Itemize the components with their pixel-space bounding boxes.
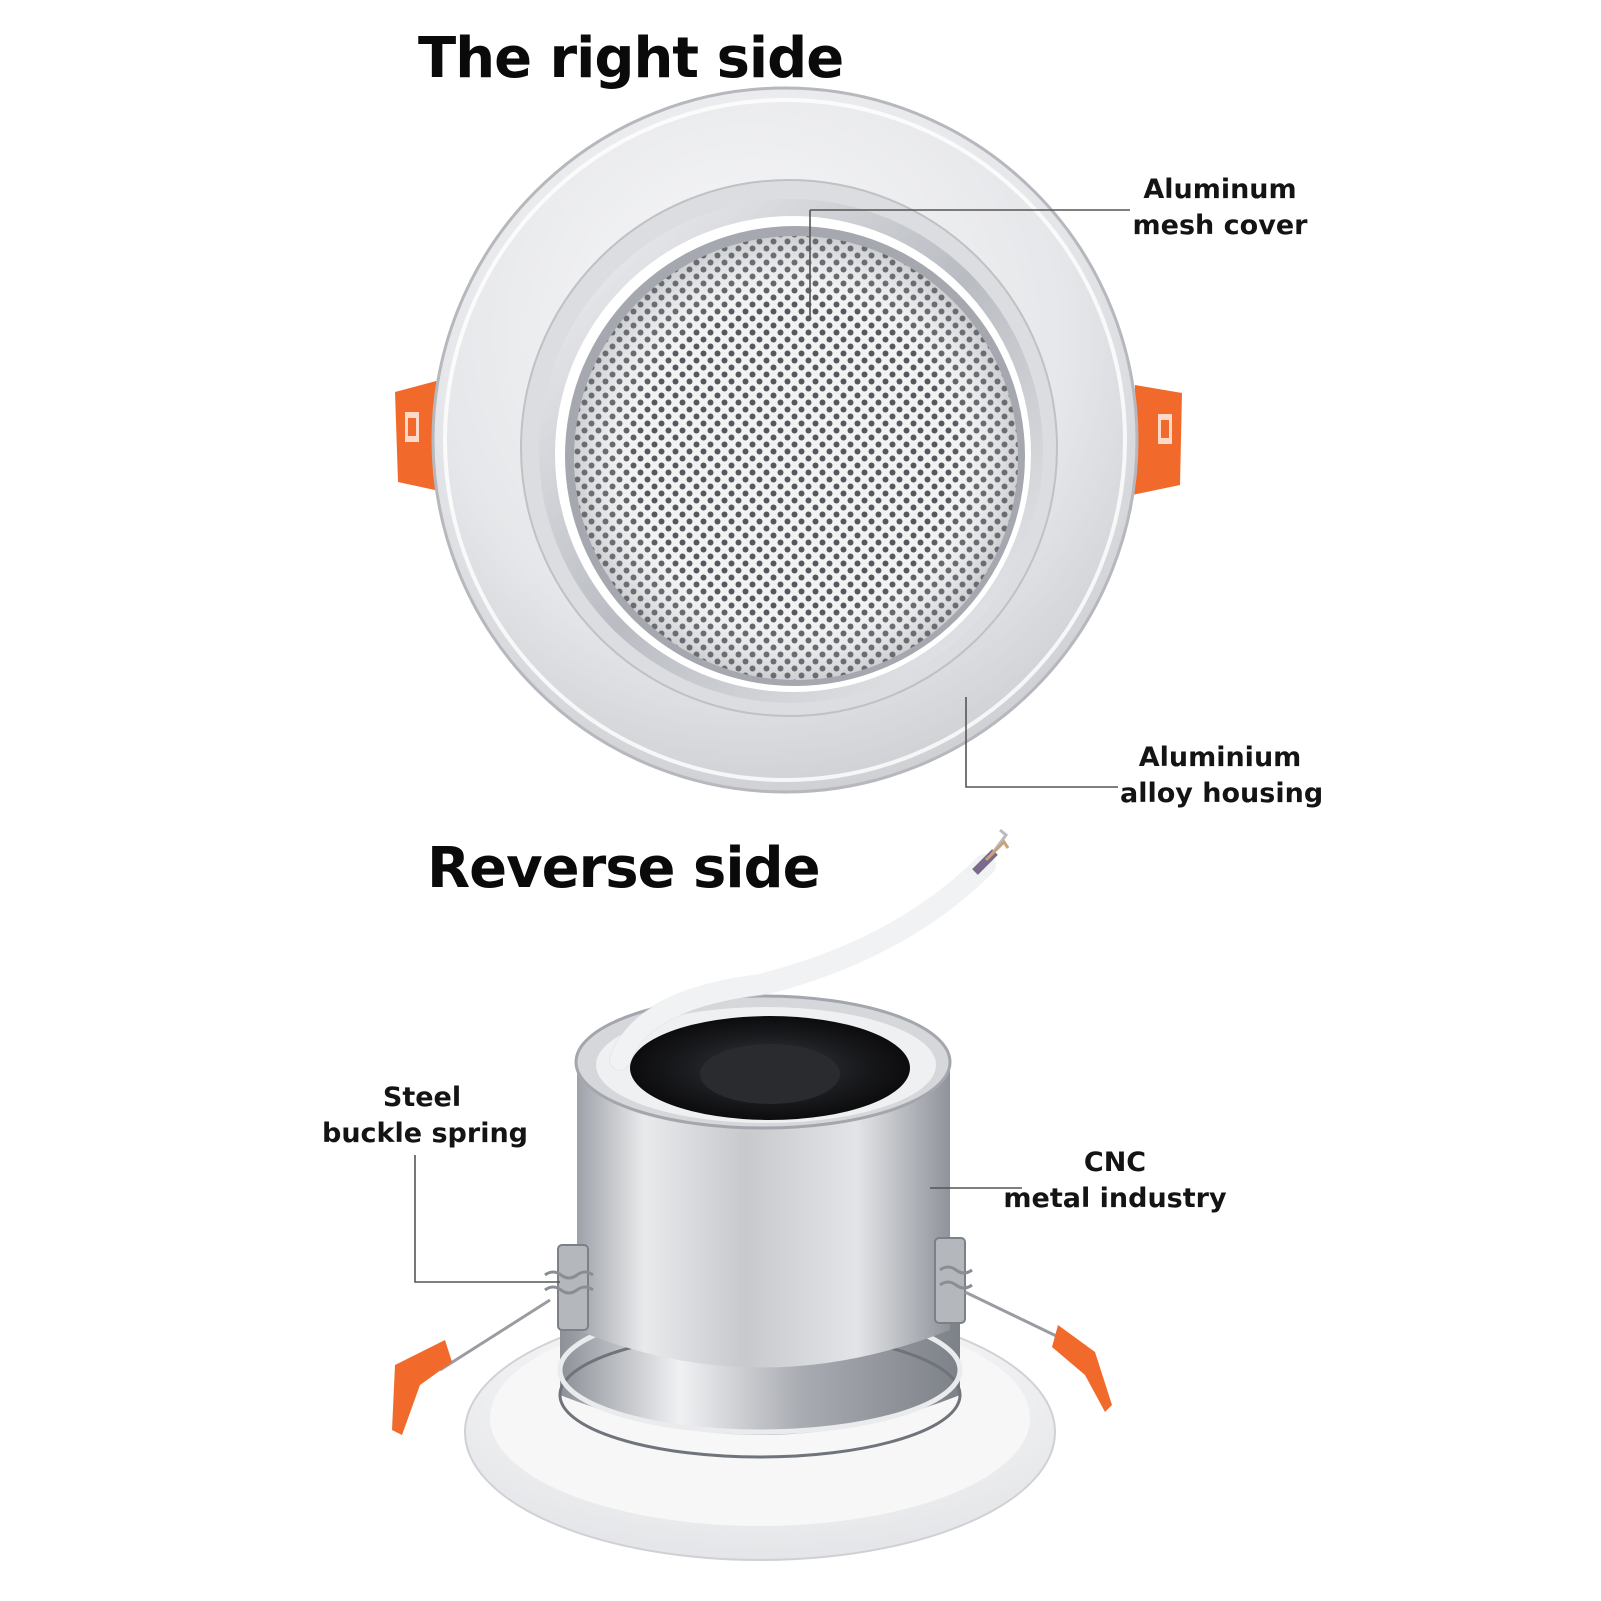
callout-housing-line1: Aluminium	[1138, 742, 1302, 773]
leader-lines-top	[809, 209, 1130, 788]
left-spring-clip	[392, 1340, 452, 1435]
callout-mesh-cover: Aluminum mesh cover	[1130, 172, 1310, 244]
right-spring-clip	[1052, 1325, 1112, 1412]
callout-housing-line2: alloy housing	[1120, 778, 1324, 809]
callout-spring-line1: Steel	[382, 1082, 462, 1113]
reverse-view-speaker	[392, 828, 1112, 1561]
leader-lines-bottom	[414, 1155, 1022, 1283]
callout-spring-line2: buckle spring	[322, 1118, 528, 1149]
left-orange-clip	[395, 380, 444, 492]
callout-spring: Steel buckle spring	[322, 1080, 528, 1152]
callout-cnc-line2: metal industry	[1003, 1183, 1227, 1214]
bottom-section-heading: Reverse side	[427, 836, 821, 901]
front-view-speaker	[395, 86, 1182, 794]
right-orange-clip	[1132, 385, 1182, 495]
top-section-heading: The right side	[418, 26, 844, 91]
callout-mesh-cover-line1: Aluminum	[1143, 174, 1297, 205]
callout-cnc-line1: CNC	[1083, 1147, 1147, 1178]
callout-housing: Aluminium alloy housing	[1120, 740, 1324, 812]
callout-cnc: CNC metal industry	[1000, 1145, 1230, 1217]
callout-mesh-cover-line2: mesh cover	[1132, 210, 1308, 241]
